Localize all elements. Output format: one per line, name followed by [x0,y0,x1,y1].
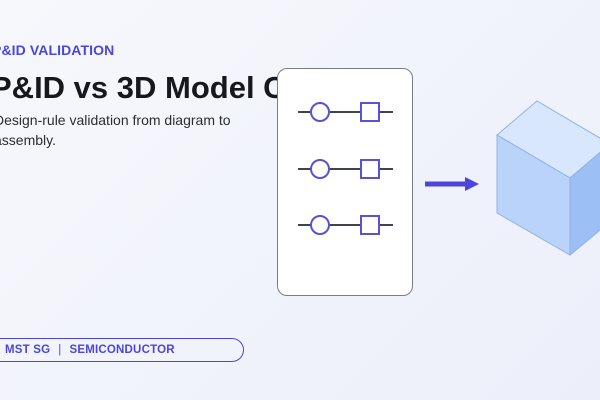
page-title: P&ID vs 3D Model C [0,70,286,105]
cube-3d-icon [492,98,600,258]
pid-diagram [298,102,393,235]
arrow-right-icon [423,174,481,194]
company-segment-pill: MST SG | SEMICONDUCTOR [0,338,244,362]
valve-instrument-icon [298,215,393,235]
company-label: MST SG [5,344,51,356]
valve-instrument-icon [298,102,393,122]
valve-instrument-icon [298,159,393,179]
pill-separator: | [58,344,62,356]
section-eyebrow: P&ID VALIDATION [0,42,115,58]
page-subtitle: Design-rule validation from diagram to a… [0,112,231,148]
segment-label: SEMICONDUCTOR [69,344,175,356]
pid-diagram-card [277,68,413,296]
cube-side-face [569,151,600,257]
